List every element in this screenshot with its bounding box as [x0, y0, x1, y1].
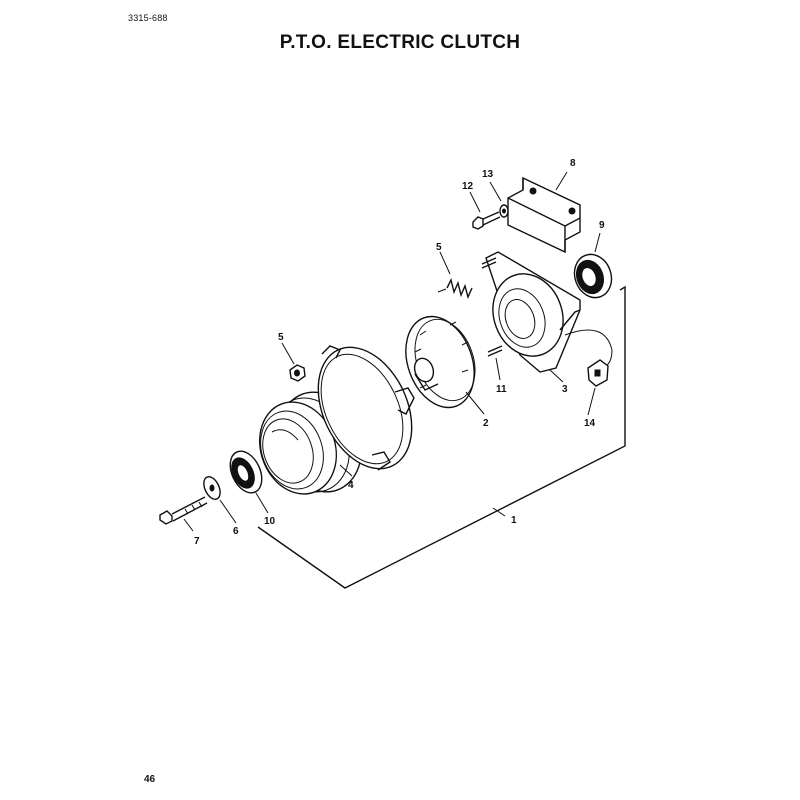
part-bolt	[159, 496, 208, 525]
assembly-bracket-line	[257, 285, 626, 589]
part-mounting-bracket	[507, 176, 581, 254]
callout-leaders	[183, 171, 601, 532]
part-field-coil	[481, 251, 613, 373]
callout-5-upper: 5	[436, 242, 442, 253]
part-field-coil-ring	[317, 345, 415, 471]
callout-14: 14	[584, 418, 596, 429]
callout-9: 9	[599, 220, 605, 231]
callout-10: 10	[264, 516, 276, 527]
part-connector	[587, 359, 609, 387]
callout-3: 3	[562, 384, 568, 395]
part-armature	[405, 315, 476, 409]
part-bearing-rear	[573, 253, 613, 299]
page-number: 46	[144, 774, 156, 785]
callout-7: 7	[194, 536, 200, 547]
callout-labels: 1 2 3 4 5 5 6 7 8 9 10 11 12 13 14	[194, 158, 605, 547]
callout-4: 4	[348, 480, 354, 491]
document-code: 3315-688	[128, 13, 168, 23]
callout-2: 2	[483, 418, 489, 429]
callout-11: 11	[496, 384, 507, 395]
part-lock-washer	[499, 204, 509, 218]
part-bearing-front	[229, 450, 263, 494]
callout-5-left: 5	[278, 332, 284, 343]
callout-13: 13	[482, 169, 494, 180]
part-screw	[472, 211, 501, 230]
callout-12: 12	[462, 181, 474, 192]
callout-1: 1	[511, 515, 517, 526]
part-pulley	[258, 391, 363, 495]
callout-8: 8	[570, 158, 576, 169]
part-pin	[487, 345, 503, 357]
page-title: P.T.O. ELECTRIC CLUTCH	[279, 32, 521, 53]
callout-6: 6	[233, 526, 239, 537]
part-spring	[437, 277, 473, 300]
part-washer	[203, 476, 221, 500]
part-nut-left	[289, 364, 306, 382]
